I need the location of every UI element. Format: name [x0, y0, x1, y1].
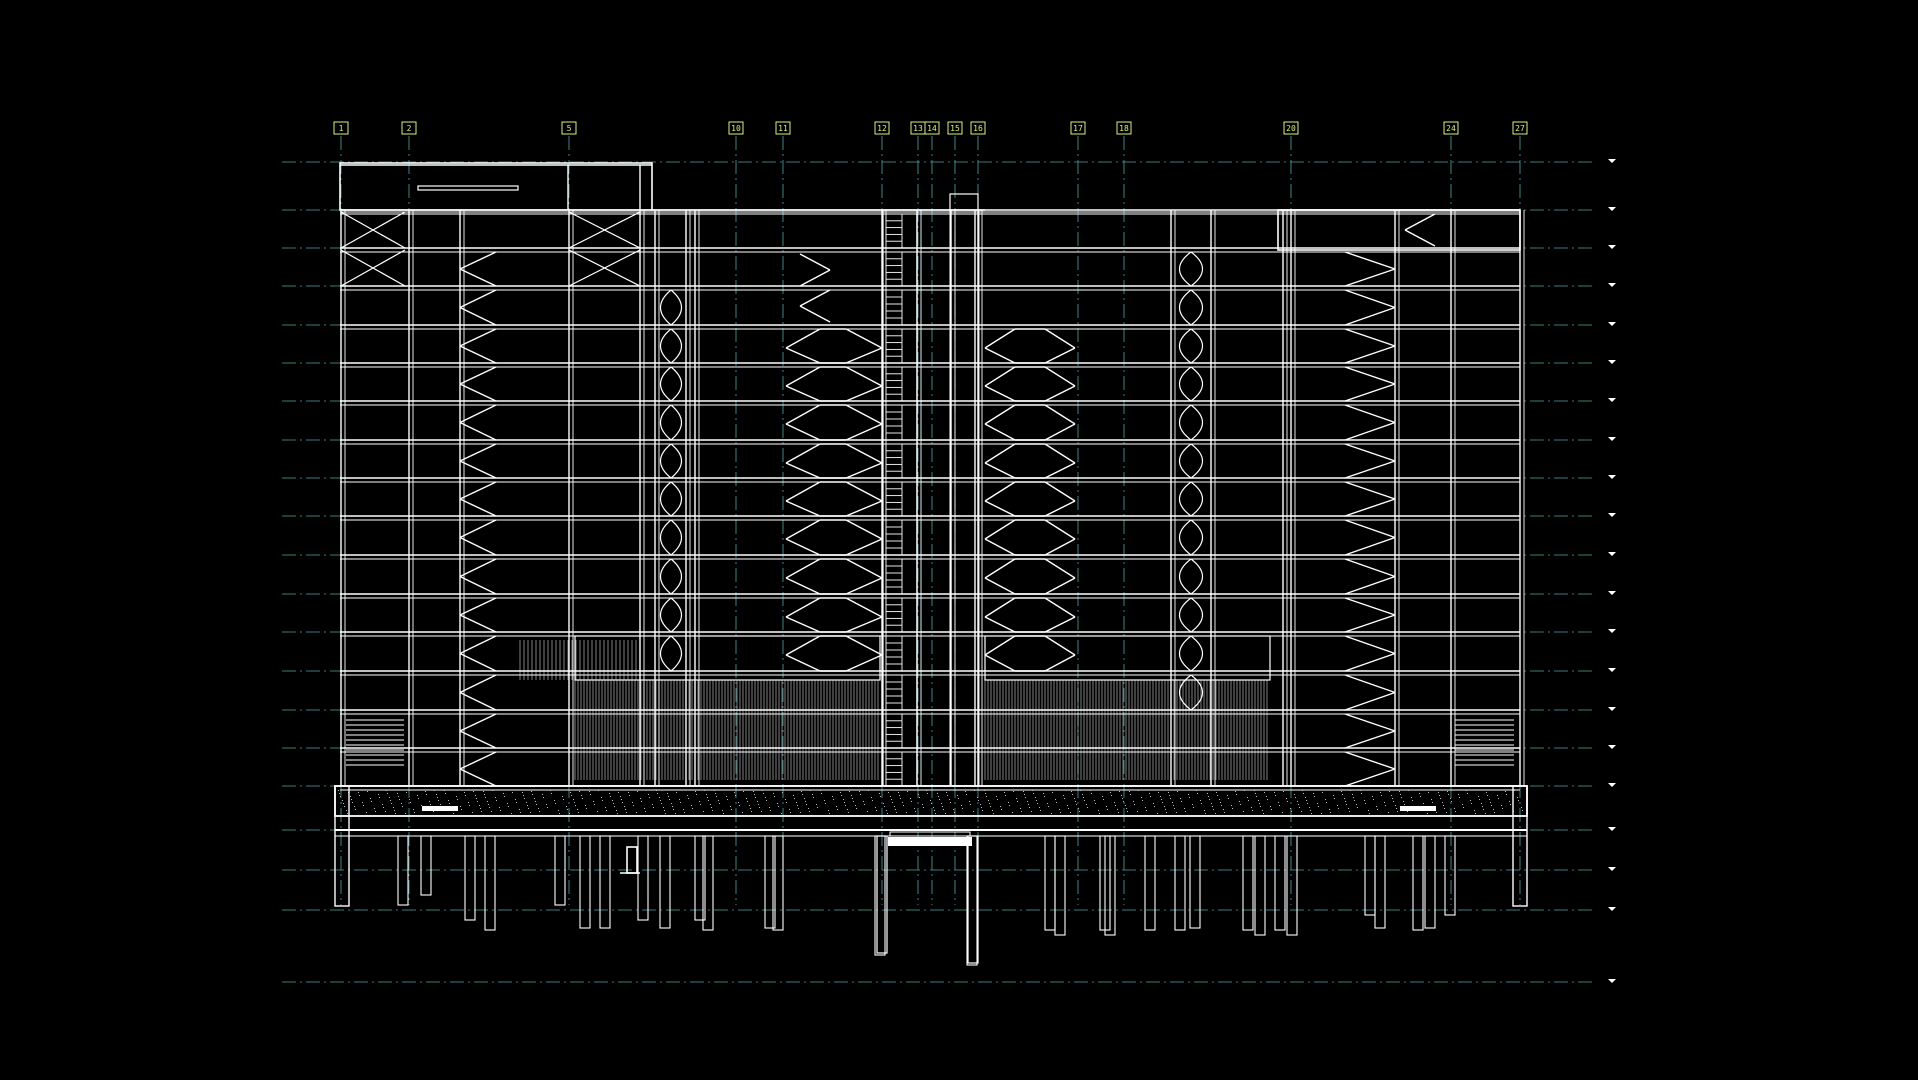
level-marker-icon	[1608, 745, 1616, 749]
grid-bubble-label: 17	[1073, 124, 1083, 133]
level-marker-icon	[1608, 783, 1616, 787]
level-markers	[1608, 159, 1616, 983]
level-marker-icon	[1608, 437, 1616, 441]
grid-bubble-label: 24	[1446, 124, 1456, 133]
grid-bubble-label: 1	[339, 124, 344, 133]
level-marker-icon	[1608, 707, 1616, 711]
level-marker-icon	[1608, 159, 1616, 163]
level-marker-icon	[1608, 475, 1616, 479]
level-marker-icon	[1608, 668, 1616, 672]
level-marker-icon	[1608, 827, 1616, 831]
grid-bubble	[401, 121, 417, 135]
grid-bubble	[1070, 121, 1086, 135]
grid-bubble-label: 27	[1515, 124, 1525, 133]
building-structure	[334, 162, 1528, 966]
grid-bubble-label: 11	[778, 124, 788, 133]
grid-bubble	[775, 121, 791, 135]
level-marker-icon	[1608, 979, 1616, 983]
level-marker-icon	[1608, 867, 1616, 871]
level-marker-icon	[1608, 591, 1616, 595]
grid-bubble-label: 10	[731, 124, 741, 133]
level-marker-icon	[1608, 398, 1616, 402]
level-marker-icon	[1608, 907, 1616, 911]
grid-bubble	[728, 121, 744, 135]
grid-bubble-label: 16	[973, 124, 983, 133]
grid-bubble	[1116, 121, 1132, 135]
grid-bubble	[874, 121, 890, 135]
grid-bubble	[561, 121, 577, 135]
grid-bubble-label: 18	[1119, 124, 1129, 133]
grid-bubble	[970, 121, 986, 135]
level-marker-icon	[1608, 322, 1616, 326]
level-marker-icon	[1608, 629, 1616, 633]
grid-bubble	[1283, 121, 1299, 135]
grid-bubble-label: 13	[913, 124, 923, 133]
grid-bubble-label: 2	[407, 124, 412, 133]
level-marker-icon	[1608, 552, 1616, 556]
grid-bubble-label: 5	[567, 124, 572, 133]
level-marker-icon	[1608, 513, 1616, 517]
grid-bubble-label: 15	[950, 124, 960, 133]
grid-bubble	[1443, 121, 1459, 135]
grid-bubble-label: 14	[927, 124, 937, 133]
grid-bubble	[947, 121, 963, 135]
grid-bubble-label: 20	[1286, 124, 1296, 133]
level-marker-icon	[1608, 283, 1616, 287]
level-marker-icon	[1608, 245, 1616, 249]
grid-bubble	[1512, 121, 1528, 135]
grid-bubble	[333, 121, 349, 135]
level-marker-icon	[1608, 360, 1616, 364]
level-marker-icon	[1608, 207, 1616, 211]
grid-bubble-label: 12	[877, 124, 887, 133]
grid-bubble	[924, 121, 940, 135]
